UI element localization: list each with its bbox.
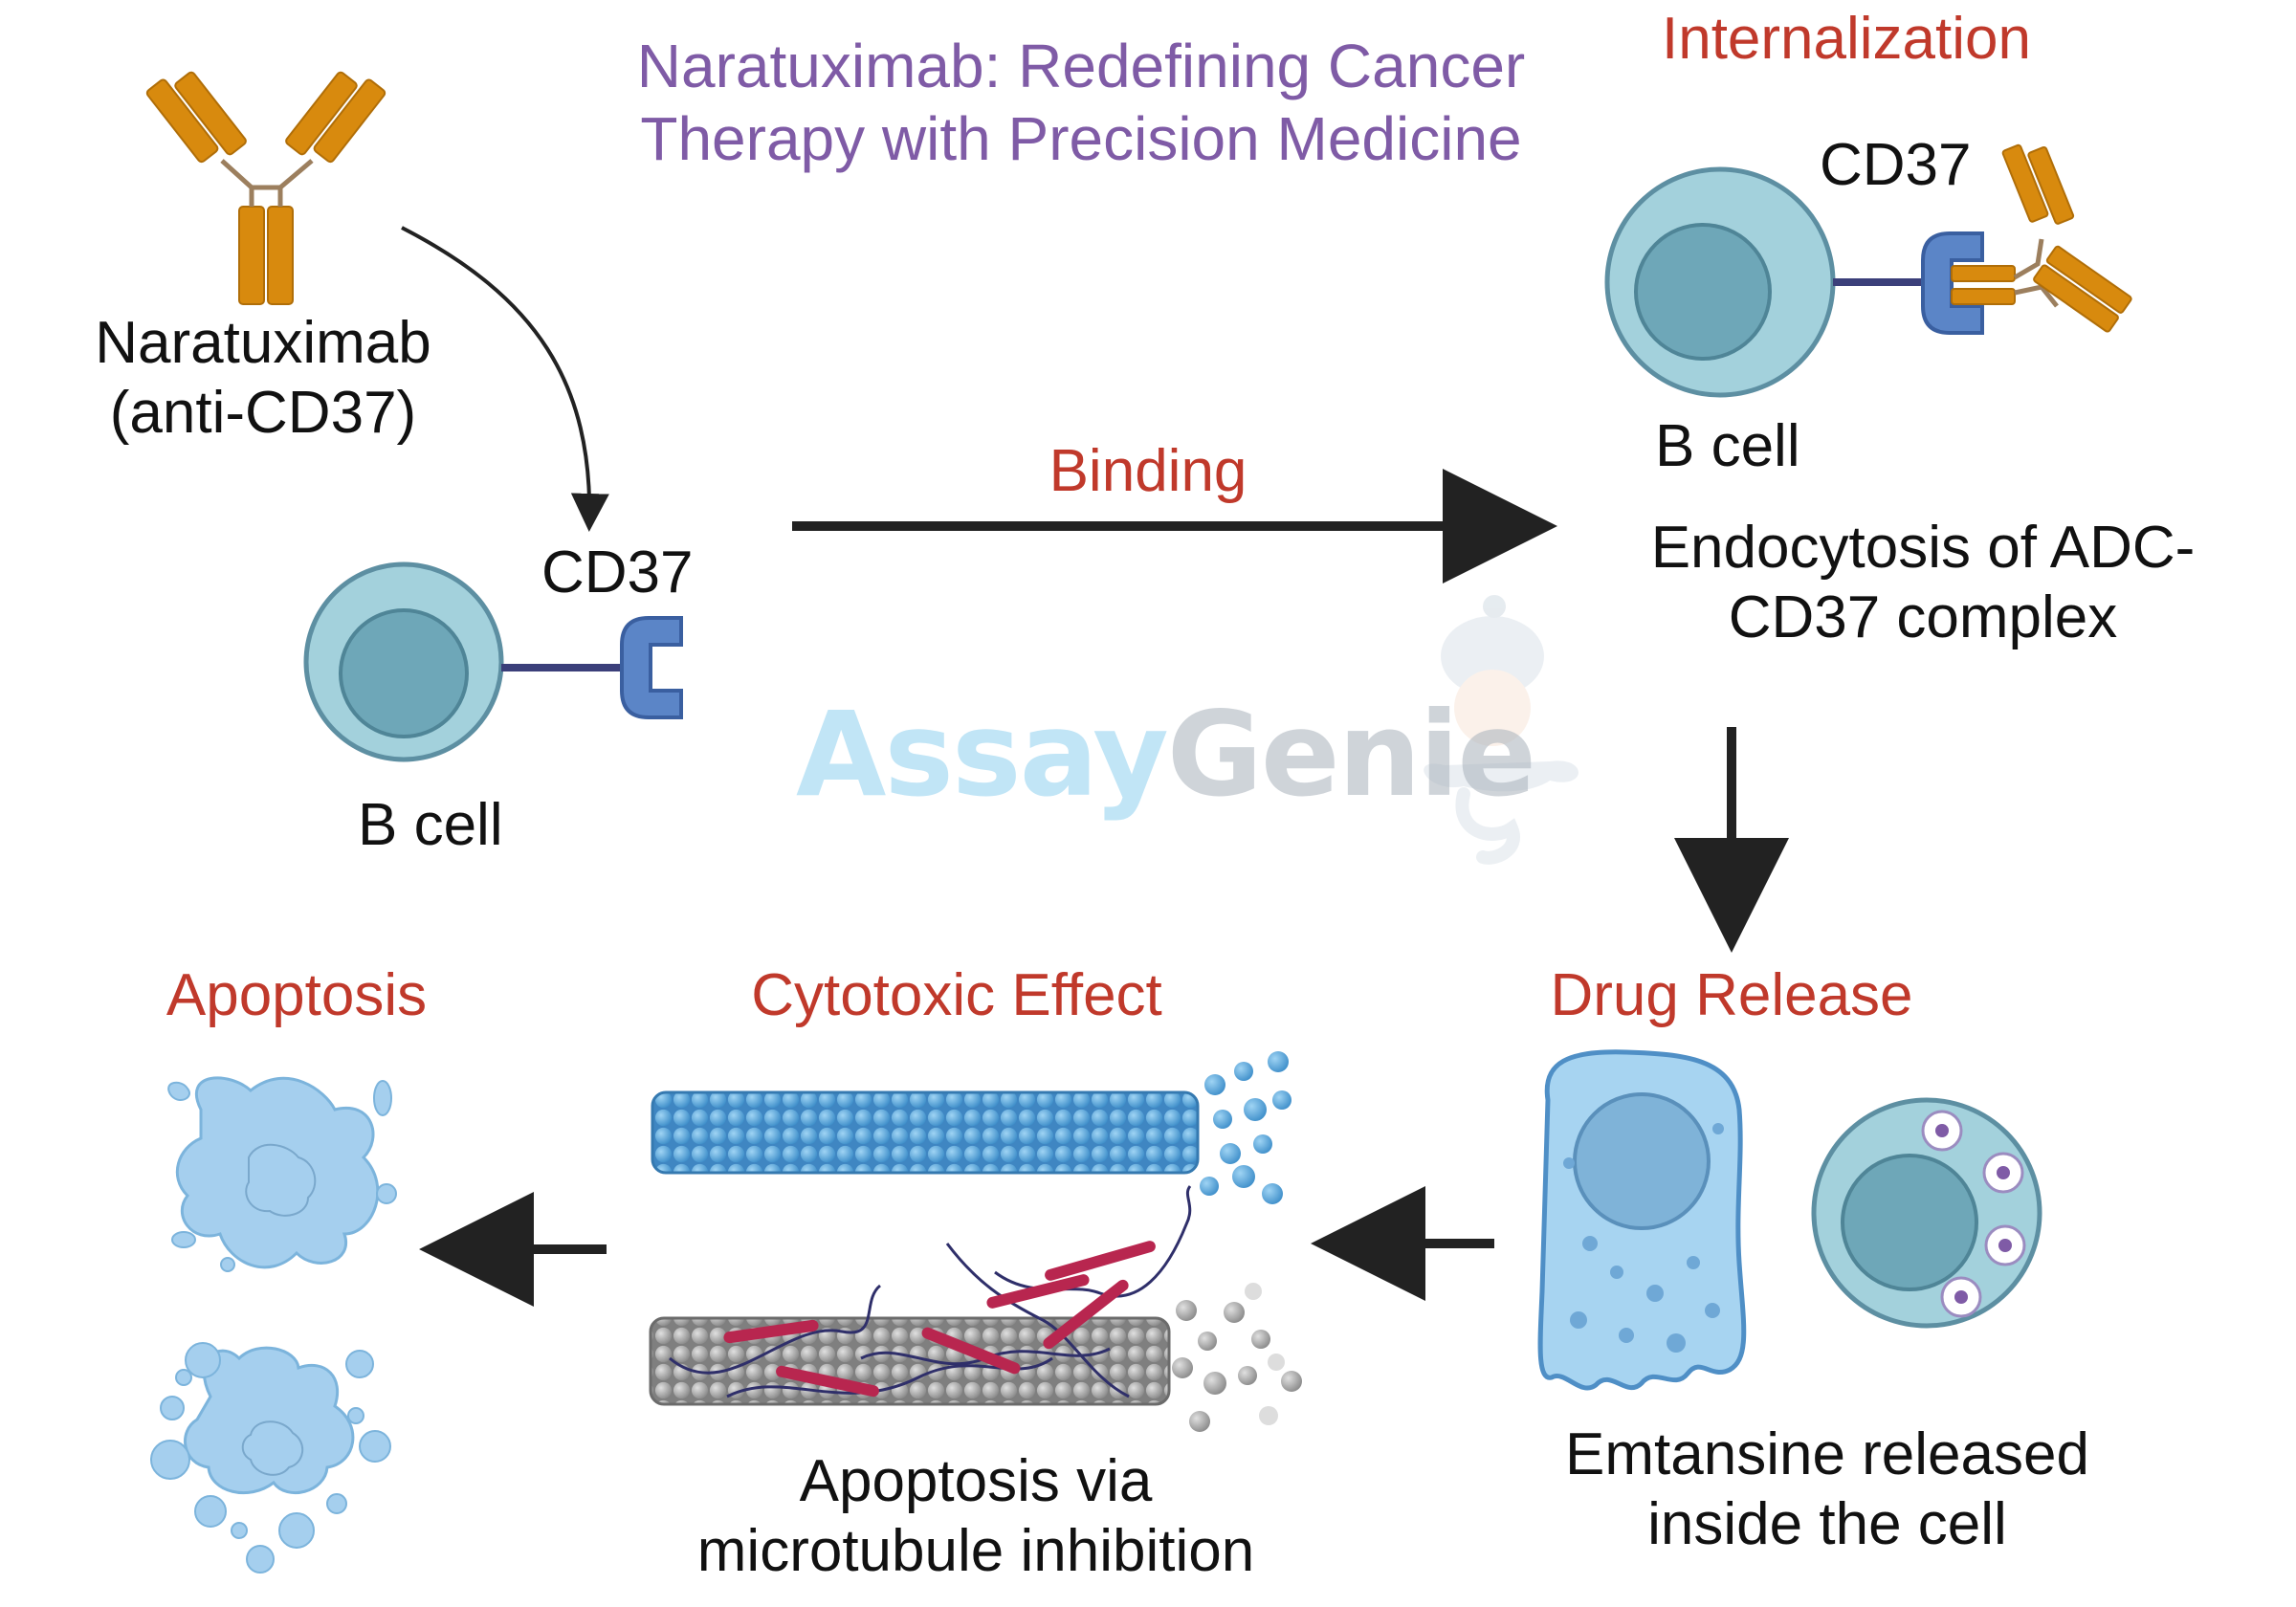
cd37-receptor-icon (1833, 231, 1984, 335)
title-line-2: Therapy with Precision Medicine (640, 103, 1522, 173)
b-cell-icon (303, 561, 504, 762)
bcell-label-left: B cell (358, 792, 503, 858)
apoptotic-cell-icon (167, 1076, 397, 1272)
endocytosis-line-2: CD37 complex (1728, 584, 2118, 651)
watermark-logo: AssayGenie (796, 687, 1536, 825)
step-binding: Binding (1049, 438, 1247, 504)
curved-arrow-icon (401, 226, 609, 532)
cytotoxic-line-1: Apoptosis via (799, 1448, 1153, 1514)
diagram-title: Naratuximab: Redefining Cancer Therapy w… (536, 31, 1626, 175)
endocytosis-line-1: Endocytosis of ADC- (1650, 515, 2196, 581)
cytotoxic-line-2: microtubule inhibition (696, 1518, 1255, 1585)
release-text: Emtansine released inside the cell (1464, 1420, 2191, 1559)
release-line-2: inside the cell (1647, 1491, 2007, 1558)
watermark-assay: Assay (796, 687, 1169, 823)
b-cell-icon (1604, 166, 1836, 398)
microtubule-icon (649, 1051, 1302, 1432)
drug-name: Naratuximab (95, 310, 431, 376)
watermark-genie: Genie (1166, 687, 1536, 823)
step-cytotoxic-effect: Cytotoxic Effect (751, 962, 1162, 1028)
genie-mascot-icon (1424, 595, 1578, 865)
endocytosis-text: Endocytosis of ADC- CD37 complex (1569, 513, 2277, 652)
cd37-label-left: CD37 (541, 539, 694, 605)
cytotoxic-text: Apoptosis via microtubule inhibition (593, 1446, 1358, 1586)
drug-label: Naratuximab (anti-CD37) (38, 308, 488, 448)
damaged-cell-icon (1537, 1049, 1747, 1391)
vesicle-cell-icon (1811, 1097, 2042, 1329)
step-apoptosis: Apoptosis (166, 962, 428, 1028)
antibody-icon (1951, 143, 2132, 333)
cd37-label-right: CD37 (1820, 132, 1972, 198)
antibody-icon (145, 71, 386, 305)
step-drug-release: Drug Release (1550, 962, 1913, 1028)
cd37-receptor-icon (501, 616, 683, 719)
title-line-1: Naratuximab: Redefining Cancer (636, 32, 1526, 100)
apoptotic-cell-icon (150, 1342, 391, 1574)
drug-target: (anti-CD37) (109, 380, 417, 447)
release-line-1: Emtansine released (1565, 1421, 2089, 1487)
step-internalization: Internalization (1661, 6, 2032, 72)
bcell-label-right: B cell (1655, 413, 1800, 479)
